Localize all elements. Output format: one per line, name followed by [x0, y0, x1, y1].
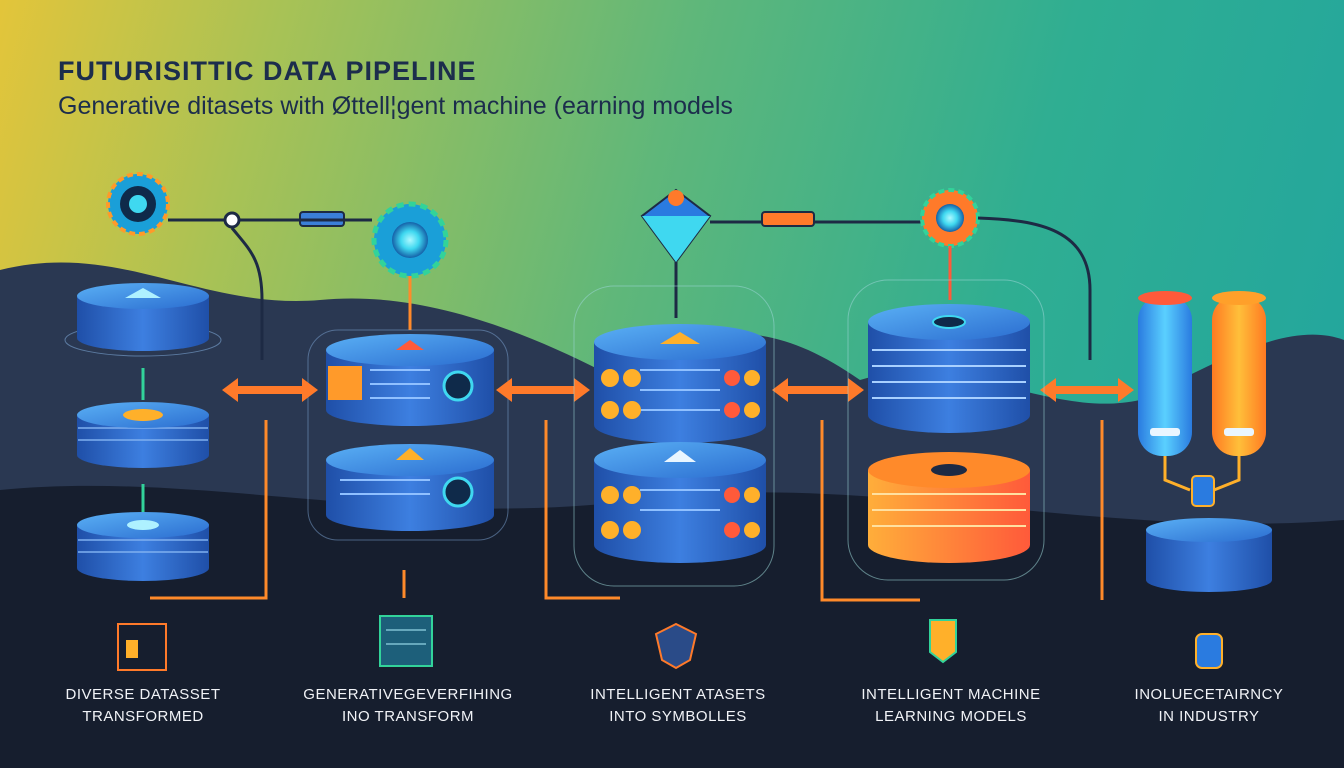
caption-line-2: TRANSFORMED — [82, 708, 204, 725]
stage-1-database-stack — [64, 283, 222, 581]
stage-caption-5: INOLUECETAIRNCY IN INDUSTRY — [1099, 684, 1319, 728]
caption-line-1: DIVERSE DATASSET — [65, 686, 221, 703]
gear-icon — [920, 188, 980, 248]
caption-line-2: INTO SYMBOLLES — [609, 708, 747, 725]
flow-arrow — [222, 378, 1134, 402]
caption-line-2: LEARNING MODELS — [875, 708, 1027, 725]
caption-line-2: IN INDUSTRY — [1158, 708, 1260, 725]
data-packet — [761, 211, 815, 227]
processor-icon — [379, 615, 433, 667]
stage-3-database — [573, 285, 775, 587]
connector-line — [977, 216, 1092, 360]
shield-icon — [654, 622, 698, 670]
caption-line-1: INOLUECETAIRNCY — [1134, 686, 1284, 703]
stage-caption-3: INTELLIGENT ATASETS INTO SYMBOLLES — [568, 684, 788, 728]
caption-line-1: INTELLIGENT ATASETS — [590, 686, 766, 703]
return-line — [150, 420, 406, 600]
stage-caption-2: GENERATIVEGEVERFIHING INO TRANSFORM — [298, 684, 518, 728]
server-icon — [117, 623, 167, 671]
stage-caption-1: DIVERSE DATASSET TRANSFORMED — [33, 684, 253, 728]
gear-icon — [371, 201, 449, 279]
page-title: FUTURISITTIC DATA PIPELINE — [58, 56, 477, 86]
diamond-icon — [640, 188, 712, 264]
caption-line-1: INTELLIGENT MACHINE — [861, 686, 1041, 703]
page-subtitle: Generative ditasets with Øttell¦gent mac… — [58, 92, 733, 120]
caption-line-2: INO TRANSFORM — [341, 708, 475, 725]
stage-2-database — [307, 329, 509, 541]
badge-icon — [929, 619, 957, 664]
return-line — [820, 420, 920, 602]
caption-line-1: GENERATIVEGEVERFIHING — [303, 686, 513, 703]
gear-icon — [106, 172, 170, 236]
connector-line — [230, 218, 372, 360]
database-icon — [1195, 633, 1223, 669]
stage-caption-4: INTELLIGENT MACHINE LEARNING MODELS — [841, 684, 1061, 728]
connector-node — [223, 211, 241, 229]
stage-5-industry-tanks — [1138, 291, 1272, 592]
stage-4-model-store — [847, 279, 1045, 581]
return-line — [544, 420, 620, 600]
